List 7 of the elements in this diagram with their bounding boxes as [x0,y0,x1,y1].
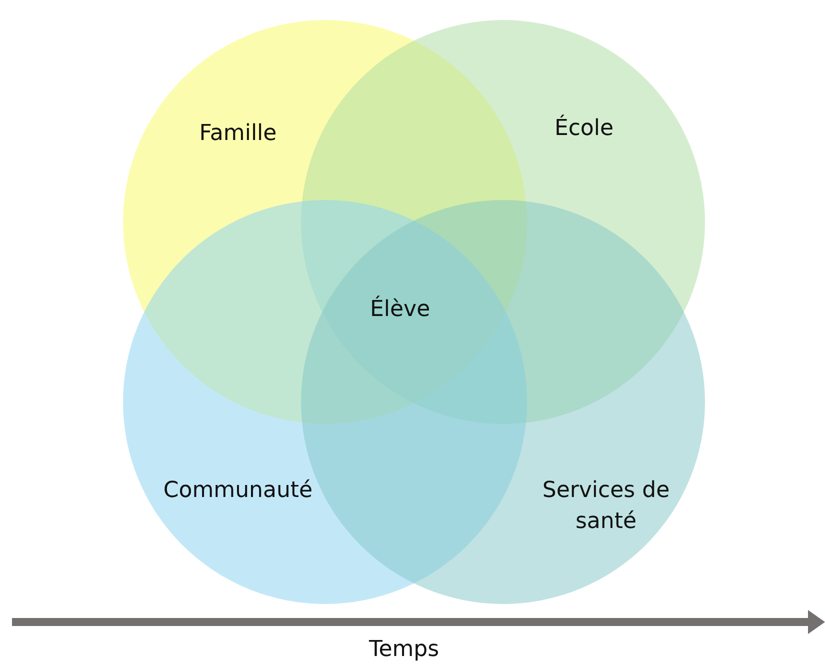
center-label: Élève [370,297,430,322]
circle-label: Famille [198,120,278,148]
circle-label: Services de santé [541,477,671,536]
venn-circle [123,20,527,424]
axis-label: Temps [369,637,440,662]
circle-label: Communauté [163,477,313,505]
circle-label: École [553,114,615,143]
